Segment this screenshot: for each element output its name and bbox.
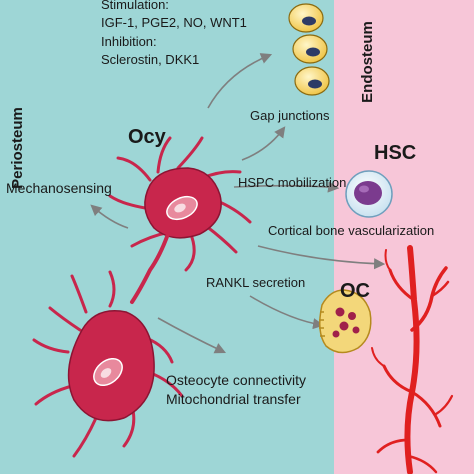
arrow-gap-junctions <box>241 126 286 161</box>
inhibition-factors: Sclerostin, DKK1 <box>101 52 199 67</box>
hsc-cell-icon <box>345 170 393 218</box>
blood-vessel-icon <box>371 245 454 474</box>
hsc-label: HSC <box>374 142 416 164</box>
stimulation-factors: IGF-1, PGE2, NO, WNT1 <box>101 15 247 30</box>
arrow-hspc <box>233 181 340 193</box>
marrow-region <box>334 0 474 474</box>
rankl-secretion-label: RANKL secretion <box>206 275 305 290</box>
arrow-vascularization <box>257 245 386 270</box>
arrow-mechanosensing <box>90 204 129 229</box>
periosteum-label: Periosteum <box>9 107 26 189</box>
osteocyte-cells <box>32 136 252 458</box>
mechanosensing-label: Mechanosensing <box>6 180 112 196</box>
arrow-stimulation <box>207 53 273 109</box>
connectivity-label: Osteocyte connectivity <box>166 372 306 388</box>
mitochondrial-transfer-label: Mitochondrial transfer <box>166 391 301 407</box>
arrow-connectivity <box>157 317 227 354</box>
osteoblast-stack-icon <box>288 3 330 96</box>
vascularization-label: Cortical bone vascularization <box>268 223 434 238</box>
osteoclast-label: OC <box>340 280 370 302</box>
endosteum-label: Endosteum <box>359 21 376 103</box>
inhibition-title: Inhibition: <box>101 34 157 49</box>
arrow-rankl <box>249 295 325 330</box>
osteocyte-label: Ocy <box>128 126 167 148</box>
gap-junctions-label: Gap junctions <box>250 108 330 123</box>
arrows <box>90 53 386 354</box>
stimulation-title: Stimulation: <box>101 0 169 12</box>
osteoclast-cell-icon <box>319 289 372 354</box>
hspc-mobilization-label: HSPC mobilization <box>238 175 346 190</box>
